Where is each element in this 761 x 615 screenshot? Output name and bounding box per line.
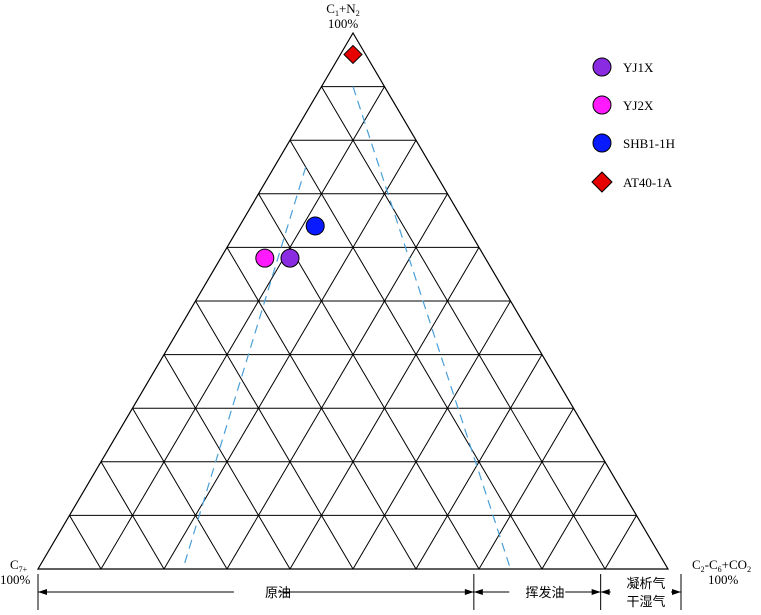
- grid-line-left-60: [163, 354, 291, 570]
- top-label-sub1: 1: [335, 9, 339, 18]
- grid-line-right-10: [100, 86, 385, 570]
- left-label-sub1: 7+: [19, 565, 28, 574]
- legend-label-at40-1a: AT40-1A: [623, 175, 673, 190]
- grid-line-left-50: [195, 300, 354, 570]
- zone-label-crude-oil: 原油: [265, 586, 291, 601]
- right-label-sub3: 2: [747, 565, 751, 574]
- top-label-main: C: [326, 1, 335, 16]
- right-label-sub2: 6: [718, 565, 722, 574]
- grid-line-right-60: [415, 354, 543, 570]
- grid-line-right-80: [541, 461, 606, 570]
- right-vertex-pct: 100%: [708, 572, 739, 587]
- legend-label-shb1-1h: SHB1-1H: [623, 136, 675, 151]
- top-label-sub2: 2: [356, 9, 360, 18]
- right-label-mid: -C: [705, 557, 718, 572]
- triangle-outline: [36, 31, 670, 570]
- zone-label-volatile-oil: 挥发油: [525, 585, 564, 601]
- grid-line-right-30: [226, 193, 448, 570]
- top-vertex-pct: 100%: [328, 16, 359, 31]
- right-label-tail: +CO: [722, 557, 747, 572]
- zone1-arrow-left: [38, 589, 47, 595]
- left-vertex-label: C7+: [10, 557, 28, 574]
- point-shb1-1h: [305, 216, 325, 236]
- legend: YJ1X YJ2X SHB1-1H AT40-1A: [591, 57, 675, 193]
- data-points: [255, 44, 363, 268]
- left-vertex-pct: 100%: [0, 572, 31, 587]
- grid-line-left-90: [69, 515, 102, 570]
- right-label-sub1: 2: [701, 565, 705, 574]
- legend-marker-shb1-1h: [592, 133, 612, 153]
- legend-marker-at40-1a: [591, 171, 613, 193]
- boundary-line-2: [182, 166, 307, 570]
- grid-line-right-50: [352, 300, 511, 570]
- top-label-mid: +N: [339, 1, 356, 16]
- left-label-main: C: [10, 557, 19, 572]
- point-yj2x: [255, 248, 275, 268]
- point-at40-1a: [343, 44, 363, 65]
- zone-scale-bar: [37, 574, 682, 610]
- grid-line-left-10: [321, 86, 606, 570]
- grid-line-right-90: [604, 515, 637, 570]
- right-label-main: C: [692, 557, 701, 572]
- zone-label-condensate-gas: 凝析气: [626, 576, 665, 592]
- grid-line-left-80: [100, 461, 165, 570]
- boundary-line-1: [352, 86, 512, 570]
- point-yj1x: [280, 248, 300, 268]
- right-vertex-label: C2-C6+CO2: [692, 557, 751, 574]
- zone2-arrow-right: [591, 589, 601, 595]
- legend-marker-yj1x: [592, 57, 612, 77]
- legend-marker-yj2x: [592, 95, 612, 115]
- legend-label-yj2x: YJ2X: [623, 98, 654, 113]
- grid-line-right-70: [478, 407, 574, 570]
- top-vertex-label: C1+N2: [326, 1, 359, 18]
- triangle-border: [36, 31, 670, 570]
- zone2-arrow-left: [473, 589, 483, 595]
- zone-label-dry-wet-gas: 干湿气: [626, 594, 665, 610]
- zone1-arrow-right: [464, 589, 474, 595]
- zone-boundaries: [182, 86, 512, 570]
- grid-line-left-70: [132, 407, 228, 570]
- ternary-grid: [69, 86, 637, 570]
- legend-label-yj1x: YJ1X: [623, 60, 654, 75]
